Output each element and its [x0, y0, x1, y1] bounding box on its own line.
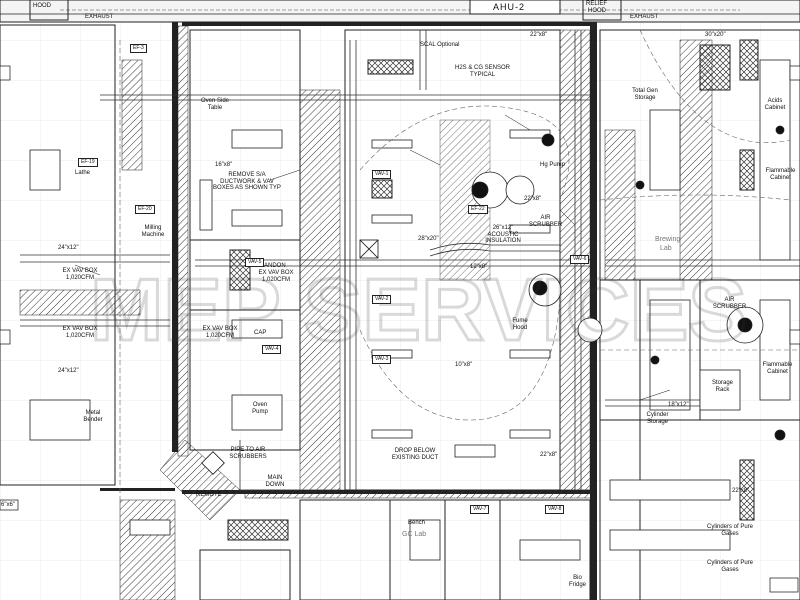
- room-brewing-lab: Lab: [660, 245, 672, 252]
- exhaust-right-label: EXHAUST: [630, 14, 659, 20]
- diffusers: [201, 239, 379, 475]
- ahu-label: AHU-2: [493, 2, 526, 12]
- hood-right-label: HOOD: [588, 8, 606, 14]
- label-ex-vav-2: EX VAV BOX 1,020CFM: [62, 326, 98, 339]
- label-lathe: Lathe: [75, 170, 91, 176]
- note-remove-ductwork: REMOVE S/A DUCTWORK & VAV BOXES AS SHOWN…: [213, 172, 281, 191]
- duct-30x20: 30"x20": [705, 32, 726, 38]
- label-air-scrubber-1: AIR SCRUBBER: [528, 215, 563, 228]
- piping-dashed: [119, 29, 800, 500]
- label-fume-hood: Fume Hood: [512, 318, 528, 331]
- tag-ef-19: EF-19: [78, 158, 98, 167]
- duct-22x8-d: 22"x8": [732, 488, 750, 494]
- note-cap: CAP: [254, 330, 267, 336]
- duct-28x20: 28"x20": [418, 236, 439, 242]
- label-oven-pump: Oven Pump: [252, 402, 268, 415]
- label-cylinders-pure-1: Cylinders of Pure Gases: [706, 524, 754, 537]
- label-ex-vav-4: EX VAV BOX 1,020CFM: [202, 326, 238, 339]
- tag-vav-1: VAV-1: [372, 170, 392, 179]
- duct-10x8: 10"x8": [455, 362, 473, 368]
- duct-22x8-b: 22"x8": [524, 196, 542, 202]
- label-total-gen: Total Gen Storage: [632, 88, 658, 101]
- duct-24x12-a: 24"x12": [58, 245, 79, 251]
- note-acoustic: 26"x12" ACOUSTIC INSULATION: [485, 225, 521, 244]
- label-air-scrubber-2: AIR SCRUBBER: [712, 297, 747, 310]
- label-flammable-1: Flammable Cabinet: [765, 168, 796, 181]
- duct-6x6: 6"x6": [1, 502, 15, 508]
- casework: [29, 59, 791, 561]
- label-cylinders-pure-2: Cylinders of Pure Gases: [706, 560, 754, 573]
- tag-vav-3: VAV-3: [372, 355, 392, 364]
- grid-bubbles: [0, 65, 800, 593]
- tag-ef-22: EF-22: [468, 205, 488, 214]
- cross-hatched-equipment: [227, 39, 759, 541]
- note-abandon: ABANDON: [256, 263, 286, 269]
- label-storage-rack: Storage Rack: [711, 380, 733, 393]
- room-brewing: Brewing: [655, 236, 681, 243]
- room-gc-lab: GC Lab: [402, 531, 427, 538]
- label-ex-vav-3: EX VAV BOX 1,020CFM: [258, 270, 294, 283]
- label-bench: Bench: [408, 520, 426, 526]
- label-flammable-2: Flammable Cabinet: [762, 362, 793, 375]
- hood-left-label: HOOD: [33, 3, 51, 9]
- tag-vav-4: VAV-4: [262, 345, 282, 354]
- label-bio-fridge: Bio Fridge: [568, 575, 586, 588]
- label-acids-cabinet: Acids Cabinet: [764, 98, 786, 111]
- label-ex-vav-1: EX VAV BOX 1,020CFM: [62, 268, 98, 281]
- note-remote: REMOTE: [196, 492, 222, 498]
- exhaust-left-label: EXHAUST: [85, 14, 114, 20]
- note-main-down: MAIN DOWN: [265, 475, 285, 488]
- label-oven-side: Oven Side Table: [200, 98, 230, 111]
- label-cylinder-storage: Cylinder Storage: [646, 412, 669, 425]
- duct-12x8: 12"x8": [470, 264, 488, 270]
- note-drop-below: DROP BELOW EXISTING DUCT: [391, 448, 439, 461]
- tag-vav-7: VAV-7: [470, 505, 490, 514]
- note-h2s-sensor: H2S & CG SENSOR TYPICAL: [455, 65, 511, 78]
- duct-22x8-a: 22"x8": [530, 32, 548, 38]
- label-hg-pump: Hg Pump: [540, 162, 566, 168]
- note-pipe-to-scrubbers: PIPE TO AIR SCRUBBERS: [229, 447, 267, 460]
- tag-vav-6: VAV-6: [570, 255, 590, 264]
- duct-16x8: 16"x8": [215, 162, 233, 168]
- duct-18x12: 18"x12": [668, 402, 689, 408]
- tag-vav-5: VAV-5: [245, 258, 265, 267]
- note-scal-sensor: SCAL Optional: [420, 42, 460, 48]
- ductwork: [20, 30, 800, 491]
- top-exhaust-band: [0, 0, 800, 23]
- relief-label: RELIEF: [586, 1, 608, 7]
- tag-ef-20: EF-20: [135, 205, 155, 214]
- duct-22x8-c: 22"x8": [540, 452, 558, 458]
- tag-vav-8: VAV-8: [545, 505, 565, 514]
- label-milling: Milling Machine: [141, 225, 165, 238]
- exhaust-fans: [471, 125, 786, 441]
- label-metal-bender: Metal Bender: [83, 410, 103, 423]
- tag-vav-2: VAV-2: [372, 295, 392, 304]
- tag-ef-3: EF-3: [130, 44, 147, 53]
- duct-24x12-b: 24"x12": [58, 368, 79, 374]
- leaders: [74, 114, 671, 401]
